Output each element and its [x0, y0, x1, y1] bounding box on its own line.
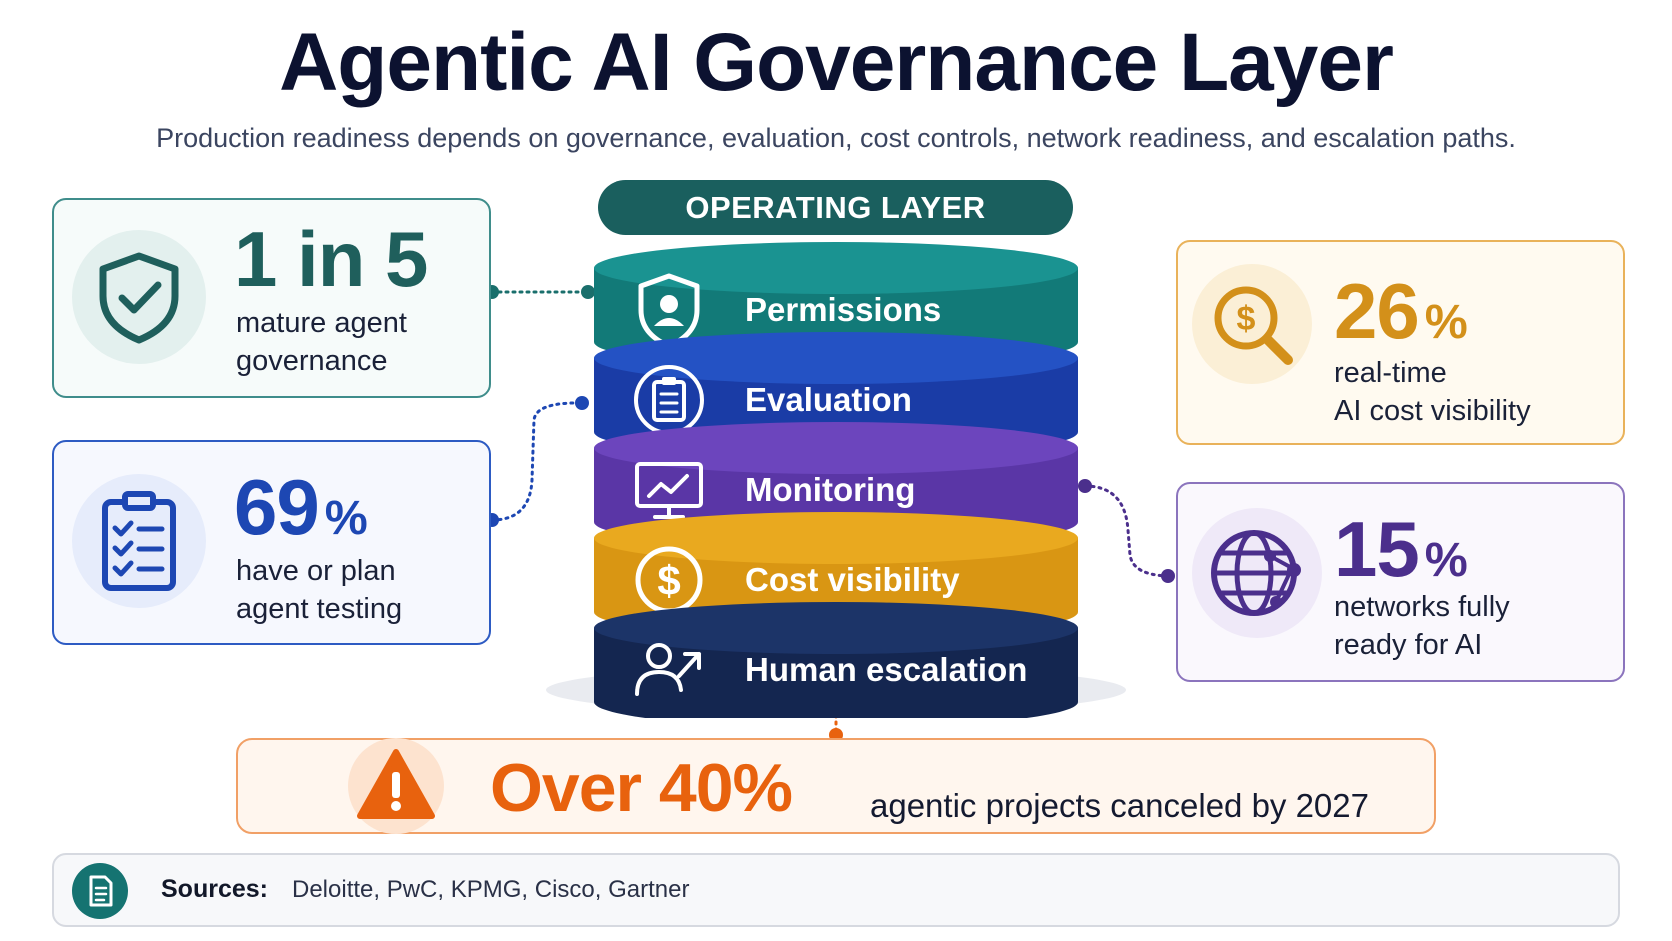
desc-line: ready for AI: [1334, 629, 1483, 661]
sources-text: Deloitte, PwC, KPMG, Cisco, Gartner: [292, 876, 690, 903]
stack-layer-human-escalation: [594, 602, 1078, 718]
warning-text: agentic projects canceled by 2027: [870, 787, 1369, 824]
stat-card-governance: 1 in 5 mature agent governance: [52, 198, 491, 398]
monitor-chart-icon: [635, 462, 703, 519]
stat-card-network: 15% networks fully ready for AI: [1176, 482, 1625, 682]
warning-value: Over 40%: [490, 750, 793, 826]
layer-top: [594, 602, 1078, 654]
desc-line: have or plan: [236, 555, 396, 587]
network-globe-icon: [1211, 530, 1301, 616]
stat-number: 69: [234, 463, 320, 551]
stat-card-testing: 69% have or plan agent testing: [52, 440, 491, 645]
desc-line: networks fully: [1334, 591, 1510, 623]
governance-icon-circle: [72, 230, 206, 364]
desc-line: real-time: [1334, 357, 1447, 389]
desc-line: mature agent: [236, 307, 407, 339]
warning-banner: Over 40% agentic projects canceled by 20…: [236, 738, 1436, 834]
sources-label: Sources:: [161, 875, 268, 903]
desc-line: agent testing: [236, 593, 403, 625]
svg-text:$: $: [657, 557, 680, 604]
testing-icon-circle: [72, 474, 206, 608]
sources-icon-circle: [72, 863, 128, 919]
warning-icon: [357, 749, 435, 819]
operating-layer-header: OPERATING LAYER: [598, 180, 1073, 235]
cost-icon-circle: $: [1192, 264, 1312, 384]
shield-check-icon: [99, 252, 179, 344]
document-icon: [89, 875, 113, 907]
layer-top: [594, 242, 1078, 294]
stat-desc-network: networks fully ready for AI: [1334, 588, 1510, 664]
stat-unit: %: [1424, 533, 1468, 587]
sources-bar: Sources: Deloitte, PwC, KPMG, Cisco, Gar…: [52, 853, 1620, 927]
network-icon-circle: [1192, 508, 1322, 638]
page-title: Agentic AI Governance Layer: [279, 17, 1394, 108]
stat-value-network: 15%: [1334, 510, 1468, 588]
stat-card-cost: $ 26% real-time AI cost visibility: [1176, 240, 1625, 445]
desc-line: governance: [236, 345, 388, 377]
dollar-search-icon: $: [1214, 286, 1293, 365]
layer-top: [594, 422, 1078, 474]
stat-unit: %: [324, 491, 368, 545]
stat-desc-cost: real-time AI cost visibility: [1334, 354, 1531, 430]
svg-text:$: $: [1237, 300, 1256, 338]
page-subtitle: Production readiness depends on governan…: [156, 123, 1516, 153]
stat-desc-testing: have or plan agent testing: [236, 552, 402, 628]
layer-stack: $: [546, 242, 1126, 718]
checklist-icon: [102, 491, 176, 591]
person-arrow-icon: [635, 643, 701, 696]
stat-number: 26: [1334, 267, 1420, 355]
stat-unit: %: [1424, 295, 1468, 349]
desc-line: AI cost visibility: [1334, 395, 1531, 427]
stat-value-governance: 1 in 5: [234, 215, 428, 303]
layer-top: [594, 332, 1078, 384]
stat-value-cost: 26%: [1334, 272, 1468, 350]
warning-icon-circle: [348, 738, 444, 834]
stat-number: 15: [1334, 505, 1420, 593]
stat-desc-governance: mature agent governance: [236, 304, 407, 380]
stat-value-testing: 69%: [234, 468, 368, 546]
layer-top: [594, 512, 1078, 564]
